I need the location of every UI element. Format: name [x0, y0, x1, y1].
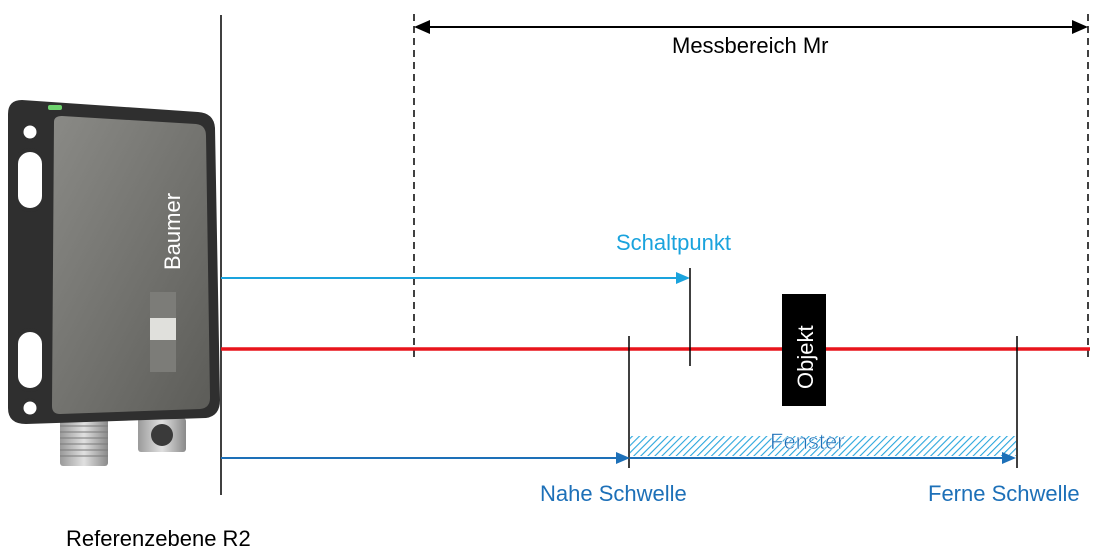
reference-plane-label: Referenzebene R2 — [66, 526, 251, 551]
switch-point-arrow — [221, 272, 690, 284]
switch-point-label: Schaltpunkt — [616, 230, 731, 255]
measuring-range-arrow — [414, 20, 1088, 34]
near-threshold-arrow — [221, 452, 630, 464]
object-label: Objekt — [793, 325, 818, 389]
brand-label: Baumer — [160, 193, 185, 270]
far-threshold-label: Ferne Schwelle — [928, 481, 1080, 506]
window-label: Fenster — [770, 429, 845, 454]
object-block — [782, 294, 826, 406]
window-area — [630, 436, 1016, 456]
measuring-range-label: Messbereich Mr — [672, 33, 828, 58]
sensor-device-icon — [8, 100, 220, 466]
far-threshold-arrow — [630, 452, 1016, 464]
near-threshold-label: Nahe Schwelle — [540, 481, 687, 506]
